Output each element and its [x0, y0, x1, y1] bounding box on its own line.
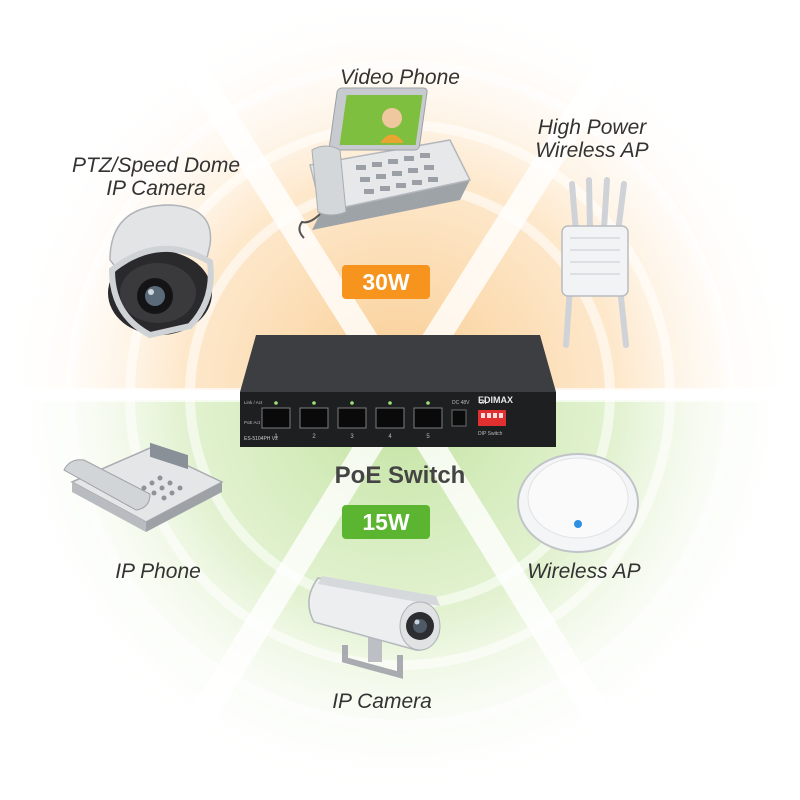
port-number: 1: [274, 434, 278, 440]
port-number: 5: [426, 434, 430, 440]
dip-on-label: ON: [479, 400, 487, 406]
switch-title: PoE Switch: [334, 462, 466, 489]
label-ip-camera: IP Camera: [282, 690, 482, 713]
divider-beam: [387, 382, 638, 773]
label-wireless-ap: Wireless AP: [484, 560, 684, 583]
label-line: IP Camera: [106, 177, 206, 200]
port-led: [426, 401, 430, 405]
port-led: [274, 401, 278, 405]
model-label: ES-5104PH V2: [244, 436, 278, 442]
label-ip-phone: IP Phone: [58, 560, 258, 583]
port-number: 3: [350, 434, 354, 440]
label-video-phone: Video Phone: [300, 66, 500, 89]
port-number: 2: [312, 434, 316, 440]
switch-ports: 1 2 3 4 5: [261, 401, 443, 440]
label-line: Video Phone: [340, 66, 460, 89]
port-led: [350, 401, 354, 405]
brand-logo: EDIMAX: [478, 395, 513, 405]
switch-top: [240, 335, 556, 392]
label-line: IP Camera: [332, 690, 432, 713]
link-act-label: Link / Act: [244, 400, 263, 405]
badge-30w: 30W: [342, 265, 430, 299]
label-ptz-camera: PTZ/Speed Dome IP Camera: [56, 154, 256, 200]
dc-jack: [451, 409, 467, 427]
label-high-power-ap: High Power Wireless AP: [492, 116, 692, 162]
label-line: Wireless AP: [535, 139, 649, 162]
label-line: PTZ/Speed Dome: [71, 154, 241, 177]
badge-15w: 15W: [342, 505, 430, 539]
ethernet-port: [413, 407, 443, 429]
label-line: Wireless AP: [527, 560, 641, 583]
label-line: IP Phone: [115, 560, 201, 583]
dc-label: DC 48V: [452, 400, 470, 406]
ethernet-port: [375, 407, 405, 429]
label-line: High Power: [537, 116, 647, 139]
ethernet-port: [261, 407, 291, 429]
ethernet-port: [299, 407, 329, 429]
port-led: [312, 401, 316, 405]
poe-act-label: PoE Act: [244, 420, 261, 425]
port-number: 4: [388, 434, 392, 440]
port-led: [388, 401, 392, 405]
ethernet-port: [337, 407, 367, 429]
divider-beam: [162, 382, 413, 773]
dip-label: DIP Switch: [478, 431, 503, 437]
